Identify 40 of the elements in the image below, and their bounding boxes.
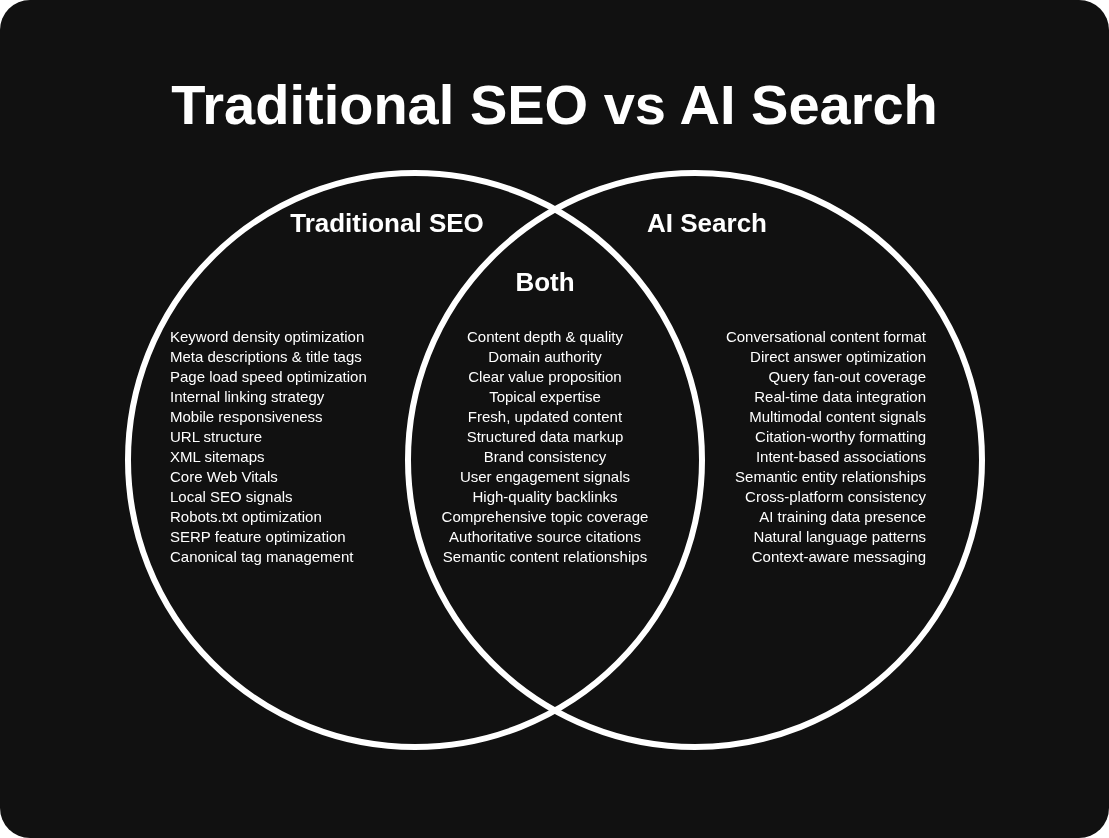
list-item: Natural language patterns — [753, 527, 926, 547]
list-item: Real-time data integration — [754, 387, 926, 407]
list-item: AI training data presence — [759, 507, 926, 527]
list-item: Citation-worthy formatting — [755, 427, 926, 447]
list-item: Topical expertise — [489, 387, 601, 407]
section-heading: Traditional SEO — [290, 208, 484, 239]
list-item: User engagement signals — [459, 467, 631, 487]
list-item: XML sitemaps — [170, 447, 265, 467]
list-item: Cross-platform consistency — [745, 487, 926, 507]
list-item: Direct answer optimization — [750, 347, 926, 367]
list-item: Multimodal content signals — [749, 407, 926, 427]
list-item: Meta descriptions & title tags — [170, 347, 362, 367]
list-item: Internal linking strategy — [170, 387, 325, 407]
list-item: Comprehensive topic coverage — [441, 507, 649, 527]
list-item: Intent-based associations — [755, 447, 926, 467]
list-item: Content depth & quality — [467, 327, 623, 347]
list-item: Local SEO signals — [170, 487, 293, 507]
list-item: Mobile responsiveness — [170, 407, 323, 427]
list-item: URL structure — [170, 427, 262, 447]
section-heading: AI Search — [647, 208, 767, 239]
list-item: Brand consistency — [483, 447, 607, 467]
list-item: High-quality backlinks — [472, 487, 618, 507]
list-item: Domain authority — [488, 347, 602, 367]
diagram-title: Traditional SEO vs AI Search — [170, 72, 939, 137]
list-item: Canonical tag management — [170, 547, 354, 567]
list-item: Query fan-out coverage — [768, 367, 926, 387]
list-item: Fresh, updated content — [467, 407, 623, 427]
section-heading: Both — [515, 267, 575, 298]
list-item: Authoritative source citations — [449, 527, 641, 547]
list-item: Clear value proposition — [468, 367, 622, 387]
list-item: Page load speed optimization — [170, 367, 367, 387]
list-item: Semantic content relationships — [442, 547, 648, 567]
list-item: Semantic entity relationships — [735, 467, 926, 487]
list-item: Keyword density optimization — [170, 327, 365, 347]
list-item: Core Web Vitals — [170, 467, 278, 487]
list-item: Robots.txt optimization — [170, 507, 322, 527]
list-item: SERP feature optimization — [170, 527, 346, 547]
list-item: Structured data markup — [466, 427, 624, 447]
list-item: Conversational content format — [725, 327, 926, 347]
list-item: Context-aware messaging — [751, 547, 926, 567]
